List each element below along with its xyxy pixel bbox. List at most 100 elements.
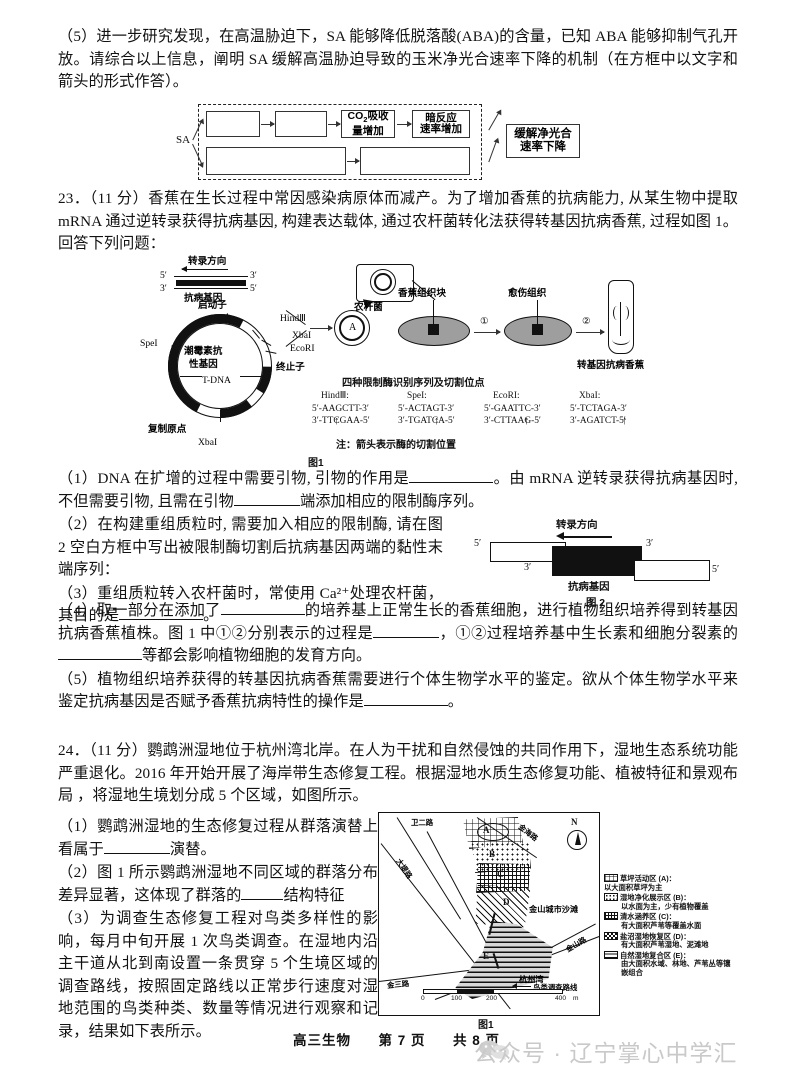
q23-part4-blank-1[interactable] xyxy=(220,614,305,615)
q24-part2-a: （2）图 1 所示鹦鹉洲湿地不同区域的群落分布差异显著，这体现了群落的 xyxy=(58,864,378,904)
q23-part1-blank-1[interactable] xyxy=(409,482,494,483)
map-zone-d-label: D xyxy=(503,897,510,907)
map-label-beach: 金山城市沙滩 xyxy=(529,905,579,914)
figure-1-wetland-map: A B C D E 卫二路 大堤路 金三路 金海路 金山路 金山城市沙 xyxy=(378,812,738,1031)
f1-gene-strand-top xyxy=(174,276,248,278)
q24-part2-blank[interactable] xyxy=(241,898,284,900)
f2-gene-block xyxy=(552,546,642,576)
q23-part5-blank[interactable] xyxy=(363,705,448,706)
enzyme-entry-spei: SpeI: 5′-ACTAGT-3′ 3′-TGATCA-5′ ↑ xyxy=(398,390,455,428)
q23-part5-a: （5）植物组织培养获得的转基因抗病香蕉需要进行个体生物学水平的鉴定。欲从个体生物… xyxy=(58,670,738,711)
flow-arrow-4 xyxy=(347,157,360,166)
legend-desc-c: 有大面积芦苇等覆盖水面 xyxy=(621,920,702,930)
f2-transcription-arrow xyxy=(560,536,612,538)
scale-tick-200: 200 xyxy=(486,995,498,1002)
f2-answer-box-right[interactable] xyxy=(634,560,710,581)
f1-site-xbai-bottom-label: XbaI xyxy=(198,437,218,448)
result-box: 缓解净光合 速率下降 xyxy=(506,124,580,158)
scale-tick-0: 0 xyxy=(421,995,425,1002)
q23-part1-blank-2[interactable] xyxy=(233,504,300,506)
figure-1-caption: 图1 xyxy=(308,458,324,469)
q23-part1-c: 端添加相应的限制酶序列。 xyxy=(299,492,484,510)
enzyme-cut-arrow-xbai: ↑ xyxy=(622,415,628,427)
enzyme-seq-bottom-xbai: 3′-AGATCT-5′ xyxy=(570,416,626,426)
f1-gene-5prime-left: 5′ xyxy=(160,270,167,281)
answer-box-4[interactable] xyxy=(360,147,470,175)
result-line2: 速率下降 xyxy=(520,141,566,153)
legend-desc-a: 以大面积草坪为主 xyxy=(604,882,663,892)
dark-reaction-box: 暗反应 速率增加 xyxy=(412,110,470,138)
flow-arrow-1 xyxy=(261,120,275,129)
enzyme-seq-top-ecori: 5′-GAATTC-3′ xyxy=(484,403,541,414)
enzyme-entry-xbai: XbaI: 5′-TCTAGA-3′ 3′-AGATCT-5′ ↑ xyxy=(570,390,628,428)
legend-desc-e: 由大面积水域、林地、芦苇丛等镶嵌组合 xyxy=(621,959,731,977)
legend-desc-d: 有大面积芦苇湿地、泥滩地 xyxy=(621,940,709,950)
question-24-parts: （1）鹦鹉洲湿地的生态修复过程从群落演替上看属于演替。 （2）图 1 所示鹦鹉洲… xyxy=(58,816,378,1044)
f1-plantlet-roots xyxy=(612,334,630,345)
map-zone-e-label: E xyxy=(483,951,490,961)
figure-2-caption: 图 2 xyxy=(586,598,606,609)
f1-enzyme-table-title: 四种限制酶识别序列及切割位点 xyxy=(342,378,485,389)
q23-part3-blank[interactable] xyxy=(119,619,204,620)
f1-gene-3prime-right: 3′ xyxy=(250,270,257,281)
q23-part1-b: 。由 mRNA 逆转录获得抗病基因时, 不但需要引物, 且需在引物 xyxy=(58,470,738,510)
f1-plantlet-leaf-right xyxy=(621,306,629,320)
q24-part1: （1）鹦鹉洲湿地的生态修复过程从群落演替上看属于演替。 xyxy=(58,816,378,861)
q24-part1-a: （1）鹦鹉洲湿地的生态修复过程从群落演替上看属于 xyxy=(58,818,378,858)
question-23-parts-1-3: （1）DNA 在扩增的过程中需要引物, 引物的作用是。由 mRNA 逆转录获得抗… xyxy=(58,468,738,629)
legend-item-d: 盐沼湿地恢复区 (D)： 有大面积芦苇湿地、泥滩地 xyxy=(604,931,736,950)
q23-part3-b: 。 xyxy=(203,607,219,624)
f1-transcription-arrow xyxy=(181,264,228,274)
f1-step1-arrow xyxy=(474,328,501,337)
f1-agro-letter: A xyxy=(349,322,357,333)
q23-part4-d: 等都会影响植物细胞的发育方向。 xyxy=(142,647,372,664)
result-line1: 缓解净光合 xyxy=(514,128,572,140)
map-zone-d xyxy=(475,885,531,928)
f2-label-5prime-right: 5′ xyxy=(712,564,720,575)
q22-part5-text: （5）进一步研究发现，在高温胁迫下，SA 能够降低脱落酸(ABA)的含量，已知 … xyxy=(58,28,738,90)
map-compass-icon: N xyxy=(565,817,587,853)
q23-part3-a: （3）重组质粒转入农杆菌时，常使用 Ca²⁺处理农杆菌，其目的是 xyxy=(58,584,443,625)
f1-callus-label: 愈伤组织 xyxy=(508,288,547,299)
f1-transcription-direction-label: 转录方向 xyxy=(188,256,227,267)
q23-part4-blank-2[interactable] xyxy=(373,636,440,638)
answer-box-3[interactable] xyxy=(206,147,346,175)
enzyme-entry-ecori: EcoRI: 5′-GAATTC-3′ 3′-CTTAAG-5′ ↑ xyxy=(484,390,541,428)
figure-2-sticky-ends: 转录方向 5′ 3′ 3′ 5′ 抗病基因 图 2 xyxy=(468,516,728,609)
compass-circle xyxy=(567,830,587,850)
f1-callus-leader xyxy=(537,300,539,324)
q23-part4-blank-3[interactable] xyxy=(58,659,142,660)
q24-part2-b: 结构特征 xyxy=(283,886,345,904)
flow-arrow-2 xyxy=(328,120,341,129)
legend-swatch-d-icon xyxy=(604,931,618,940)
f1-origin-label: 复制原点 xyxy=(148,424,187,435)
map-route-legend-arrowhead xyxy=(512,983,517,989)
f2-transcription-direction-label: 转录方向 xyxy=(556,520,598,531)
f2-label-3prime-right: 3′ xyxy=(646,538,654,549)
map-zone-b-label: B xyxy=(489,849,496,859)
q23-part4: （4）取一部分在添加了的培养基上正常生长的香蕉细胞，进行植物组织培养得到转基因抗… xyxy=(58,600,738,668)
enzyme-cut-arrow-ecori: ↑ xyxy=(524,415,530,427)
result-arrow-upper xyxy=(488,112,500,131)
legend-title-e: 自然湿地复合区 (E)： xyxy=(620,950,691,960)
f1-callus-block xyxy=(532,324,543,335)
q24-part1-b: 演替。 xyxy=(169,840,216,858)
enzyme-seq-top-hindiii: 5′-AAGCTT-3′ xyxy=(312,403,369,414)
enzyme-seq-top-spei: 5′-ACTAGT-3′ xyxy=(398,403,455,414)
co2-uptake-line1: CO2吸收 xyxy=(347,109,389,125)
scale-tick-100: 100 xyxy=(451,995,463,1002)
q23-part4-a: （4）取一部分在添加了 xyxy=(58,602,221,619)
enzyme-seq-bottom-spei: 3′-TGATCA-5′ xyxy=(398,416,455,426)
map-zone-c-label: C xyxy=(497,869,504,879)
q23-part4-c: ，①②过程培养基中生长素和细胞分裂素的 xyxy=(439,624,738,642)
f1-site-hindiii-label: HindⅢ xyxy=(280,313,306,324)
answer-box-2[interactable] xyxy=(275,111,327,137)
q24-part1-blank[interactable] xyxy=(103,852,170,854)
question-23-stem: 23．（11 分）香蕉在生长过程中常因感染病原体而减产。为了增加香蕉的抗病能力,… xyxy=(58,188,738,257)
f1-plasmid-inside-agro-inner xyxy=(374,273,392,291)
f1-tdna-label: T-DNA xyxy=(202,375,231,386)
compass-letter-n: N xyxy=(571,817,578,827)
enzyme-name-ecori: EcoRI: xyxy=(493,391,520,401)
answer-box-1[interactable] xyxy=(206,111,260,137)
map-legend: 草坪活动区 (A)： 以大面积草坪为主 湿地净化展示区 (B)： 以水面为主，少… xyxy=(604,874,736,979)
